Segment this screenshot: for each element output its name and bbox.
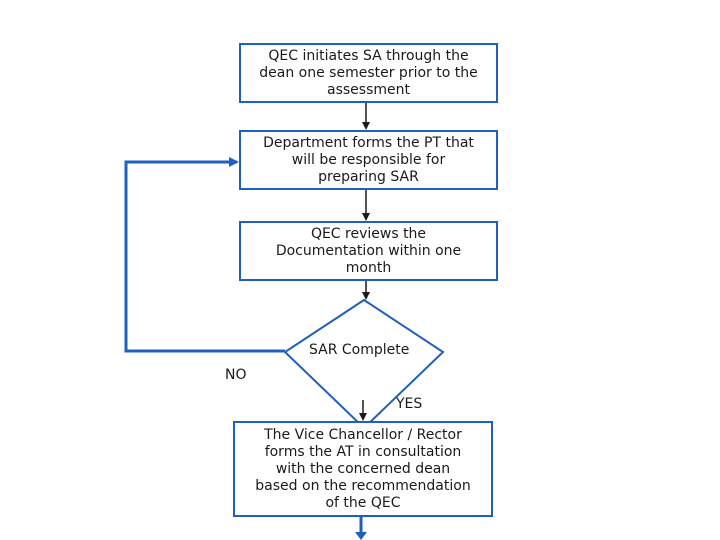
step-vice-chancellor-forms-at: The Vice Chancellor / Rector forms the A… [233,421,493,517]
no-branch-label: NO [225,367,247,383]
step-qec-reviews-documentation-text: QEC reviews the Documentation within one… [275,225,462,276]
step-vice-chancellor-forms-at-text: The Vice Chancellor / Rector forms the A… [255,426,471,511]
step-qec-reviews-documentation: QEC reviews the Documentation within one… [239,221,498,281]
step-department-forms-pt-text: Department forms the PT that will be res… [263,134,474,185]
step-department-forms-pt: Department forms the PT that will be res… [239,130,498,190]
arrow-final-out-head [355,532,367,540]
yes-branch-label: YES [396,396,423,412]
no-loop-line [124,157,285,353]
decision-label: SAR Complete [309,342,410,358]
step-qec-initiates-sa: QEC initiates SA through the dean one se… [239,43,498,103]
step-qec-initiates-sa-text: QEC initiates SA through the dean one se… [259,47,478,98]
